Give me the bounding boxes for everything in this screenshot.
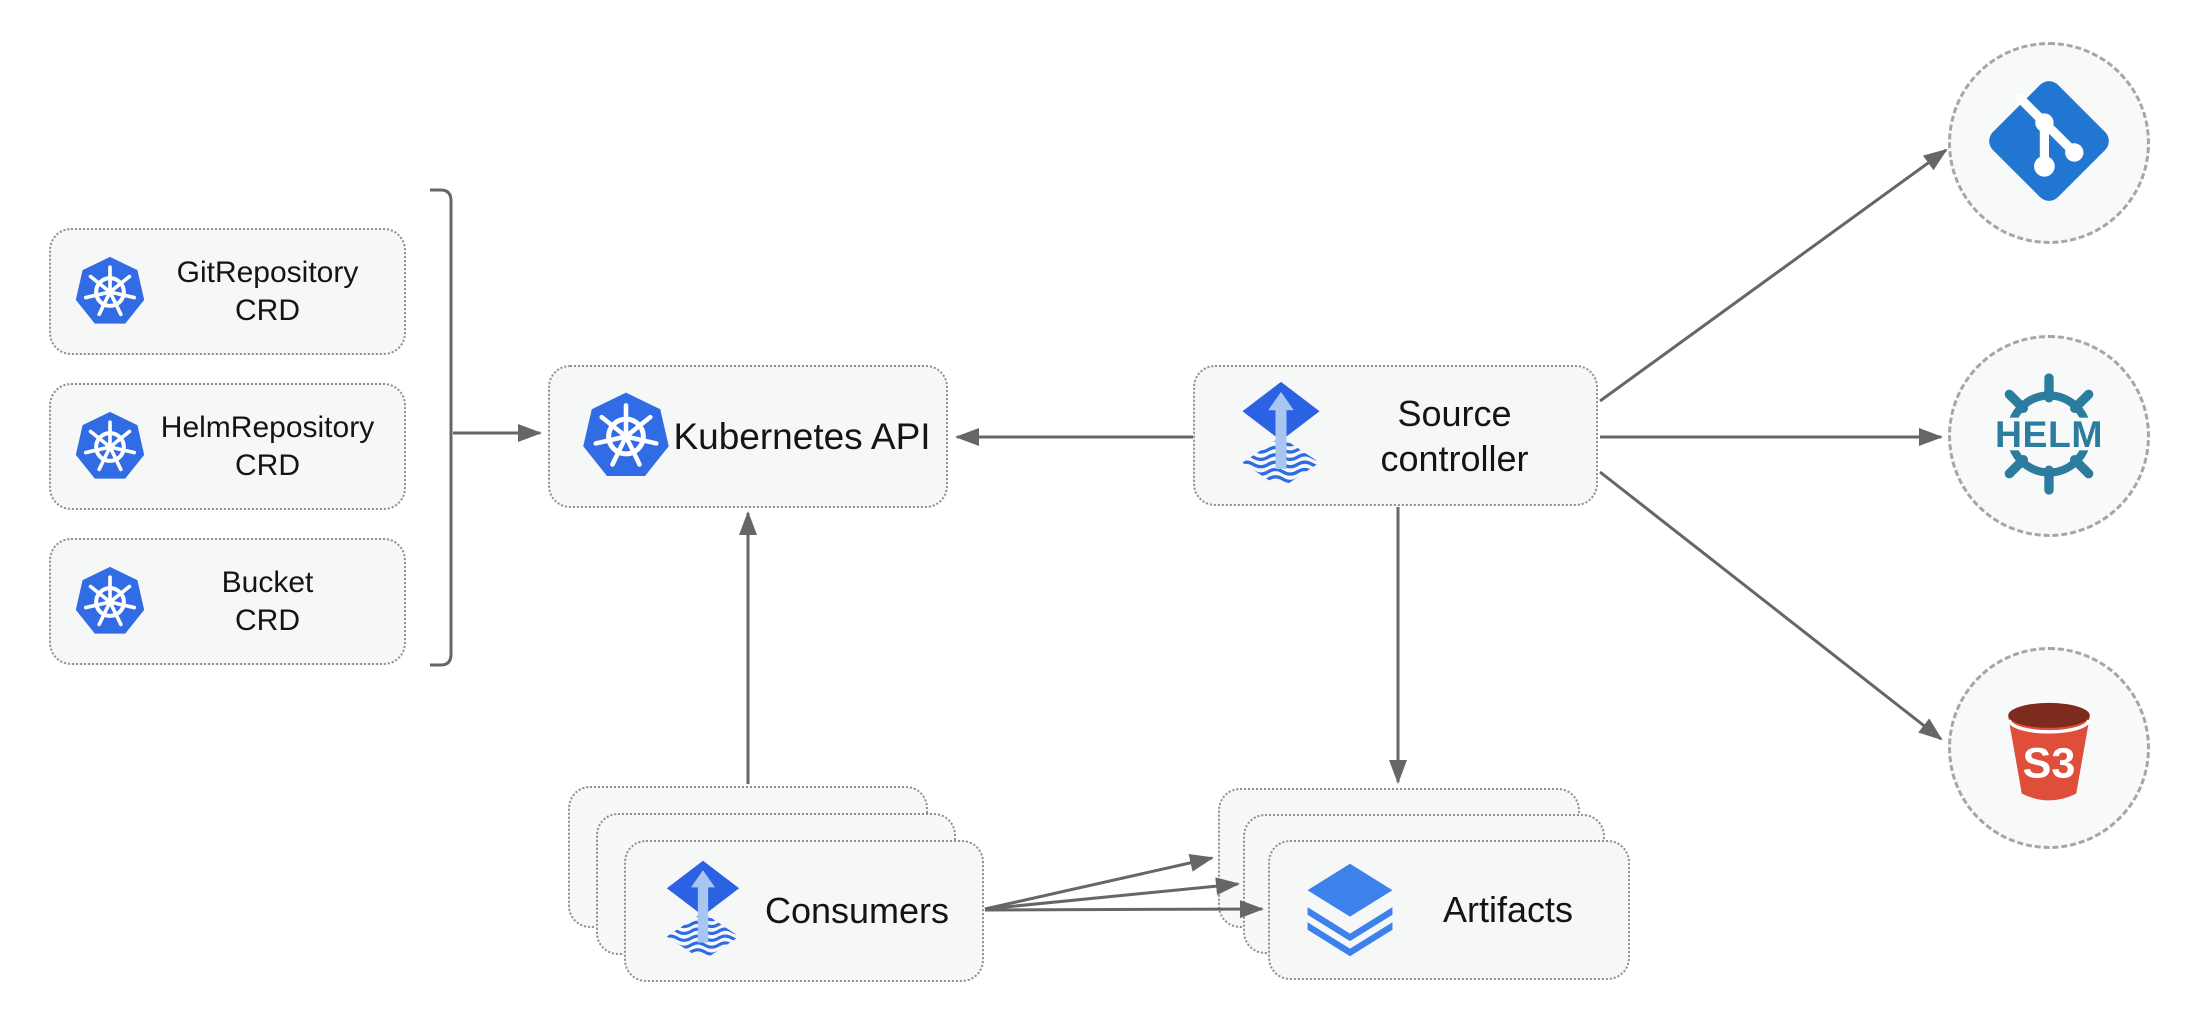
s3-label: S3 <box>2023 739 2076 787</box>
kubernetes-icon <box>73 409 147 485</box>
node-artifacts: Artifacts <box>1268 840 1630 980</box>
git-icon <box>1980 72 2118 215</box>
arrow-source-to-git <box>1599 148 1948 403</box>
flux-icon <box>660 859 746 964</box>
layers-icon <box>1298 860 1402 960</box>
helm-label: HELM <box>1995 412 2103 454</box>
kubernetes-icon <box>73 564 147 640</box>
node-label: Artifacts <box>1442 889 1574 930</box>
node-kubernetes-api: Kubernetes API <box>548 365 948 508</box>
node-consumers: Consumers <box>624 840 984 982</box>
arrow-source-to-s3 <box>1599 470 1943 741</box>
external-helm: HELM <box>1948 335 2150 537</box>
external-s3: S3 <box>1948 647 2150 849</box>
helm-icon: HELM <box>1979 364 2119 509</box>
node-label: Kubernetes API <box>673 415 931 457</box>
node-label: Consumers <box>764 890 950 931</box>
flux-icon <box>1235 380 1327 492</box>
arrow-consumers-to-artifacts-2 <box>984 877 1240 911</box>
arrow-consumers-to-artifacts-1 <box>984 854 1214 911</box>
external-git <box>1948 42 2150 244</box>
kubernetes-icon <box>73 254 147 330</box>
crd-group-bracket <box>430 188 453 667</box>
s3-bucket-icon: S3 <box>1981 678 2117 819</box>
kubernetes-icon <box>580 389 672 484</box>
